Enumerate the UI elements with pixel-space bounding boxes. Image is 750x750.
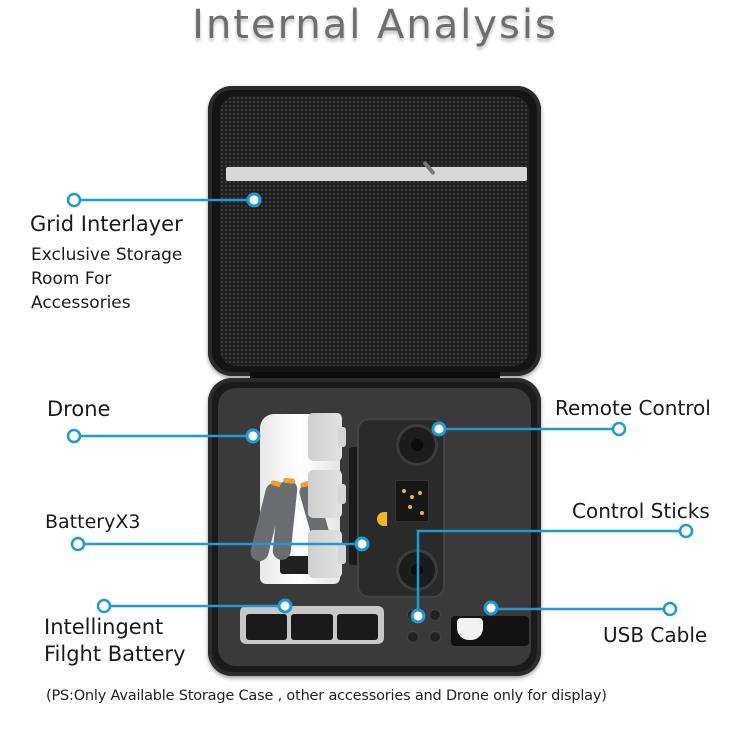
flight-battery-image xyxy=(240,606,384,644)
case-lid xyxy=(208,86,541,376)
callout-usb-cable-title: USB Cable xyxy=(603,623,708,647)
battery-slot xyxy=(336,614,378,640)
title-line: Intellingent xyxy=(44,615,164,639)
zipper xyxy=(226,167,527,181)
control-stick xyxy=(399,427,435,463)
stick-cap xyxy=(430,632,440,642)
callout-drone-title: Drone xyxy=(47,397,111,421)
callout-marker-grid-outer xyxy=(66,192,82,208)
callout-marker-intel-battery-outer xyxy=(96,598,112,614)
foam-insert xyxy=(218,388,531,666)
case-hinge xyxy=(250,372,500,382)
title-line: Filght Battery xyxy=(44,642,186,666)
control-stick xyxy=(399,552,435,588)
description-line: Room For xyxy=(31,269,112,289)
usb-plug xyxy=(457,618,483,640)
stick-cap xyxy=(408,610,418,620)
remote-control-image xyxy=(357,418,445,598)
callout-marker-sticks-outer xyxy=(678,523,694,539)
remote-label-sticker xyxy=(395,480,429,522)
spare-battery xyxy=(308,470,346,518)
callout-grid-interlayer-title: Grid Interlayer xyxy=(30,212,183,236)
battery-slot xyxy=(246,614,288,640)
remote-button xyxy=(377,512,387,526)
grid-mesh-pocket xyxy=(220,96,529,366)
description-line: Exclusive Storage xyxy=(31,245,183,265)
callout-grid-interlayer-description: Exclusive Storage Room For Accessories xyxy=(31,243,182,315)
spare-battery xyxy=(308,530,346,578)
description-line: Accessories xyxy=(31,293,131,313)
callout-marker-usb-outer xyxy=(662,601,678,617)
callout-intelligent-battery-title: Intellingent Filght Battery xyxy=(44,614,186,668)
callout-marker-battery-outer xyxy=(70,536,86,552)
callout-marker-drone-outer xyxy=(66,428,82,444)
case-base xyxy=(208,378,541,676)
usb-cable-pocket xyxy=(451,616,529,646)
stick-cap xyxy=(408,632,418,642)
footnote: (PS:Only Available Storage Case , other … xyxy=(46,688,607,704)
callout-battery-title: BatteryX3 xyxy=(45,511,141,533)
battery-slot xyxy=(291,614,333,640)
callout-remote-control-title: Remote Control xyxy=(555,396,711,420)
callout-marker-remote-outer xyxy=(611,421,627,437)
callout-control-sticks-title: Control Sticks xyxy=(572,499,710,523)
stick-cap xyxy=(430,610,440,620)
page-title: Internal Analysis xyxy=(192,2,558,48)
spare-battery xyxy=(308,413,346,461)
